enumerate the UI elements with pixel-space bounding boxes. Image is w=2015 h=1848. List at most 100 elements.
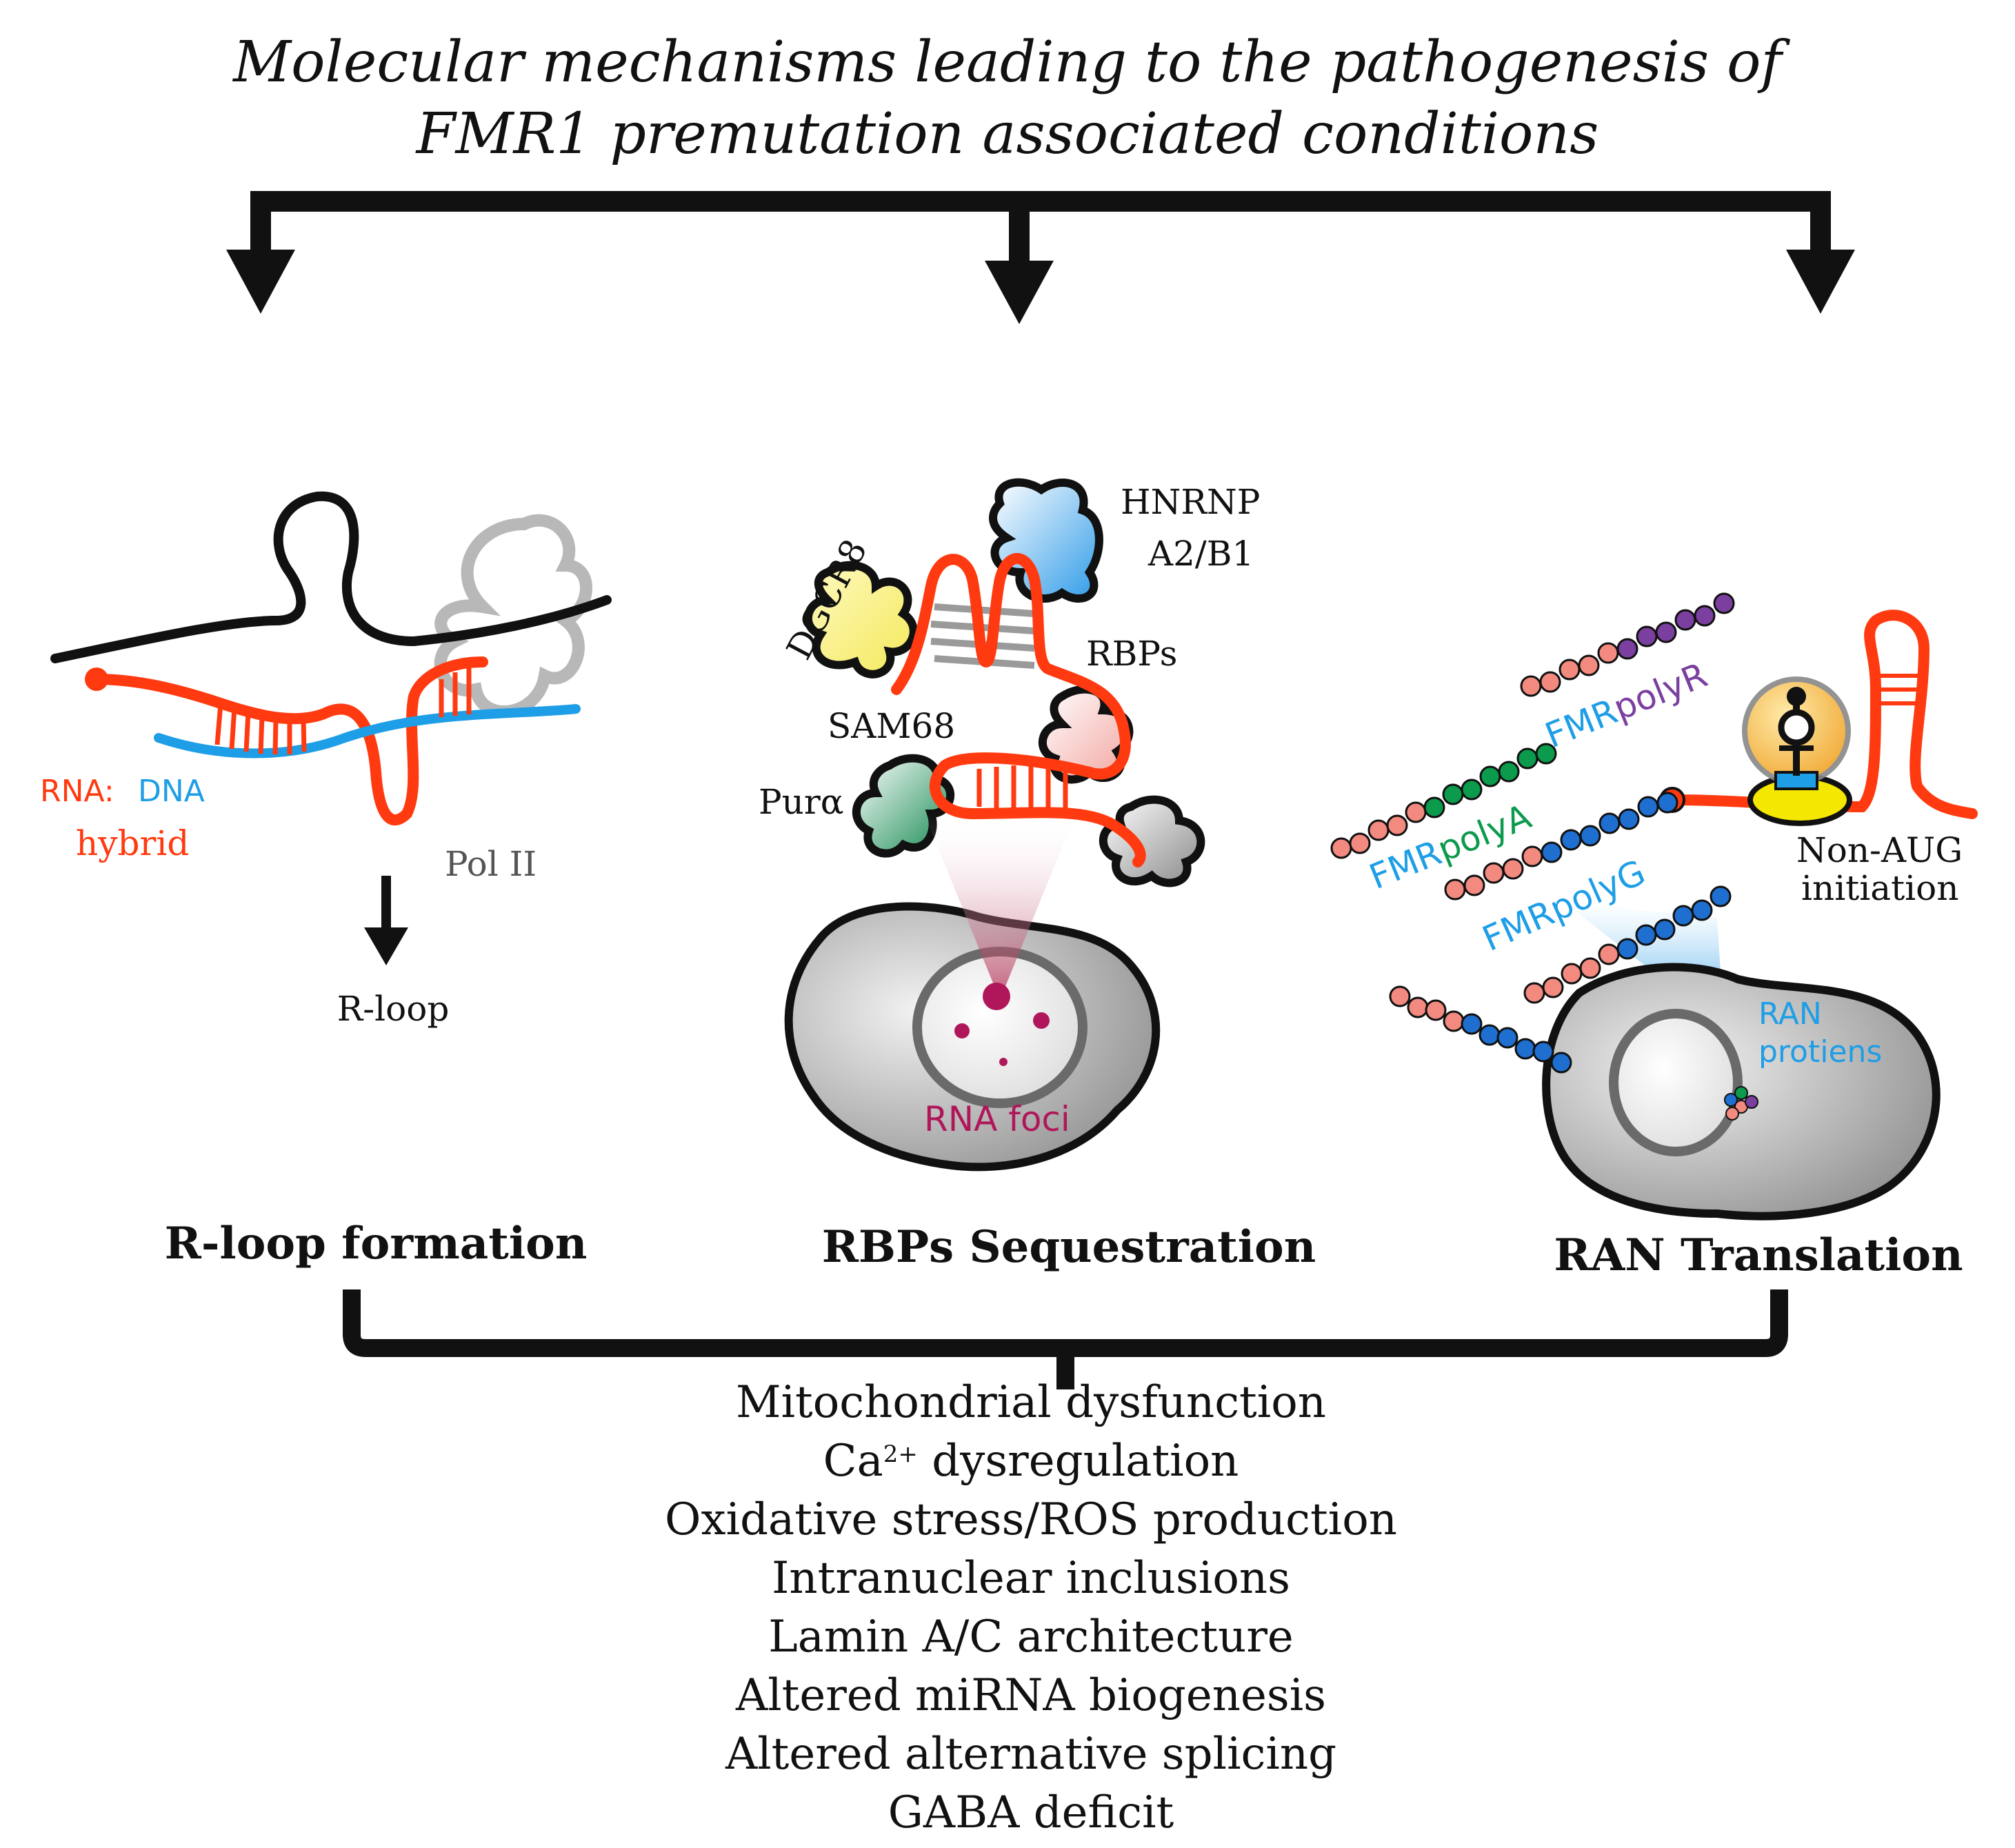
arrow-down-icon xyxy=(364,927,408,965)
rna-5prime-cap xyxy=(85,667,108,691)
peptide-bead xyxy=(1654,918,1676,941)
peptide-bead xyxy=(1425,999,1447,1021)
peptide-bead xyxy=(1561,963,1583,985)
hybrid-rungs xyxy=(214,667,472,755)
peptide-bead xyxy=(1598,812,1621,834)
peptide-bead xyxy=(1616,638,1638,660)
outcome-item-ca: Ca2+ dysregulation xyxy=(823,1436,1239,1487)
rna-focus xyxy=(954,1023,970,1038)
peptide-bead xyxy=(1656,792,1678,814)
label-rna: RNA: xyxy=(40,774,114,809)
outcome-item: Altered miRNA biogenesis xyxy=(735,1670,1326,1721)
title-line-1: Molecular mechanisms leading to the path… xyxy=(232,30,1790,95)
rna-focus-large xyxy=(983,983,1010,1010)
label-hybrid: hybrid xyxy=(76,823,189,863)
label-pura: Purα xyxy=(759,782,844,822)
label-rbps: RBPs xyxy=(1086,634,1177,674)
peptide-bead xyxy=(1367,819,1390,841)
peptide-bead xyxy=(1636,625,1658,647)
peptide-bead xyxy=(1386,814,1408,836)
peptide-bead xyxy=(1637,796,1659,818)
peptide-bead xyxy=(1710,885,1732,907)
peptide-chains xyxy=(1330,592,1735,1074)
title-line-2: FMR1 premutation associated conditions xyxy=(415,101,1599,167)
heading-rloop-formation: R-loop formation xyxy=(165,1218,588,1269)
peptide-bead xyxy=(1461,779,1483,801)
outcome-item: Lamin A/C architecture xyxy=(768,1611,1294,1663)
label-non-aug-line2: initiation xyxy=(1801,868,1958,908)
dna-blue-strand xyxy=(154,704,581,759)
peptide-bead xyxy=(1579,825,1601,847)
peptide-bead xyxy=(1541,841,1563,863)
ran-protein-aggregate xyxy=(1724,1086,1758,1121)
peptide-bead xyxy=(1461,1013,1483,1035)
peptide-bead xyxy=(1483,862,1505,884)
outcome-item: Oxidative stress/ROS production xyxy=(665,1494,1397,1545)
label-hnrnp-line2: A2/B1 xyxy=(1147,534,1254,574)
arrow-right-head xyxy=(1786,250,1855,314)
outcomes-list: Mitochondrial dysfunction Ca2+ dysregula… xyxy=(665,1377,1397,1838)
peptide-bead xyxy=(1539,671,1561,693)
chain-polya xyxy=(1330,743,1557,859)
peptide-bead xyxy=(1520,675,1542,697)
hairpin-rungs xyxy=(1876,674,1924,705)
outcome-item: Altered alternative splicing xyxy=(725,1729,1336,1780)
top-bracket xyxy=(226,191,1855,324)
peptide-bead xyxy=(1558,659,1581,681)
label-rloop: R-loop xyxy=(337,989,450,1029)
peptide-bead xyxy=(1389,985,1411,1007)
hnrnp-blob xyxy=(989,478,1103,603)
peptide-bead xyxy=(1691,899,1713,921)
heading-ran-translation: RAN Translation xyxy=(1554,1229,1963,1281)
peptide-bead xyxy=(1618,808,1640,830)
peptide-bead xyxy=(1560,829,1582,851)
peptide-bead xyxy=(1523,982,1545,1004)
peptide-bead xyxy=(1423,796,1445,818)
label-dna: DNA xyxy=(138,774,205,809)
rna-red-strand xyxy=(91,656,488,826)
chain-polyg-2 xyxy=(1523,885,1732,1004)
peptide-bead xyxy=(1496,1027,1518,1049)
peptide-bead xyxy=(1407,996,1429,1018)
arrow-left-head xyxy=(226,250,295,314)
trna-icon xyxy=(1778,687,1815,776)
label-hnrnp-line1: HNRNP xyxy=(1121,482,1260,522)
label-pol-ii: Pol II xyxy=(445,844,537,884)
peptide-bead xyxy=(1578,654,1600,676)
peptide-bead xyxy=(1550,1052,1572,1074)
chain-polyg xyxy=(1444,792,1678,901)
peptide-bead xyxy=(1635,924,1657,946)
chain-mixed xyxy=(1389,985,1572,1074)
label-ran-line1: RAN xyxy=(1758,996,1822,1032)
peptide-bead xyxy=(1616,938,1638,960)
peptide-bead xyxy=(1479,765,1501,787)
dgcr8-blob xyxy=(804,561,918,679)
bottom-bracket xyxy=(343,1289,1788,1389)
peptide-bead xyxy=(1674,609,1696,631)
peptide-bead xyxy=(1516,747,1538,770)
rna-focus-small xyxy=(999,1058,1008,1066)
peptide-bead xyxy=(1514,1038,1536,1060)
grey-protein-blob xyxy=(1099,795,1205,887)
stem-rungs xyxy=(976,764,1068,810)
peptide-bead xyxy=(1478,1024,1501,1046)
rbps-rna-strand xyxy=(891,553,1146,867)
panel-ran: RAN protiens Non-AUG initiation FMRpolyR… xyxy=(1330,592,1978,1281)
dna-black-strand xyxy=(50,491,612,663)
peptide-bead xyxy=(1579,957,1601,979)
label-non-aug-line1: Non-AUG xyxy=(1796,830,1963,870)
peptide-bead xyxy=(1521,845,1543,867)
arrow-center-head xyxy=(985,261,1054,324)
peptide-bead xyxy=(1535,743,1557,765)
peptide-bead xyxy=(1349,832,1371,854)
peptide-bead xyxy=(1498,761,1520,783)
peptide-bead xyxy=(1330,837,1352,859)
label-ran-line2: protiens xyxy=(1758,1034,1882,1069)
label-rna-foci: RNA foci xyxy=(924,1099,1070,1139)
peptide-bead xyxy=(1405,801,1427,823)
rna-focus xyxy=(1033,1012,1050,1029)
panel-rbps: HNRNP A2/B1 DGCR8 RBPs SAM68 Purα RNA fo… xyxy=(759,478,1316,1273)
peptide-bead xyxy=(1443,1010,1465,1032)
ran-nucleus xyxy=(1609,1009,1743,1156)
